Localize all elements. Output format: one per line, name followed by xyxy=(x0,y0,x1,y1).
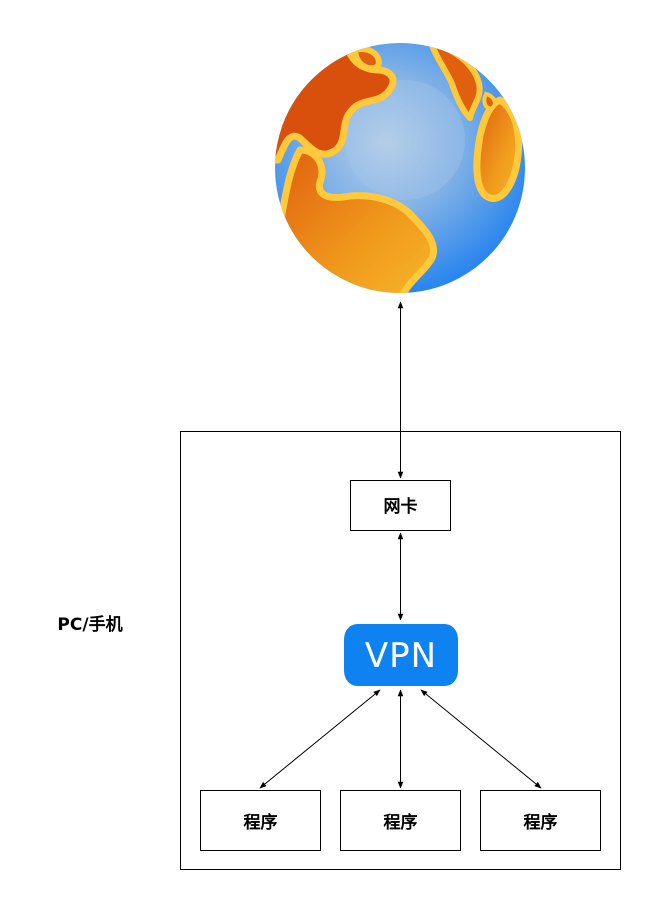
vpn-program-1-connector xyxy=(259,689,381,789)
program-label: 程序 xyxy=(384,812,418,833)
globe-icon xyxy=(275,43,525,293)
program-node-3: 程序 xyxy=(480,790,601,851)
program-label: 程序 xyxy=(524,812,558,833)
program-node-1: 程序 xyxy=(200,790,321,851)
network-card-label: 网卡 xyxy=(384,496,418,517)
vpn-program-3-connector xyxy=(420,689,542,789)
program-node-2: 程序 xyxy=(340,790,461,851)
program-label: 程序 xyxy=(244,812,278,833)
program-box xyxy=(200,790,321,851)
program-box xyxy=(480,790,601,851)
program-box xyxy=(340,790,461,851)
network-card-box xyxy=(350,480,451,531)
connectors xyxy=(259,301,542,789)
device-label: PC/手机 xyxy=(57,614,122,635)
vpn-label: VPN xyxy=(365,636,437,676)
vpn-node: VPN xyxy=(344,624,458,686)
network-card-node: 网卡 xyxy=(350,480,451,531)
vpn-icon xyxy=(344,624,458,686)
